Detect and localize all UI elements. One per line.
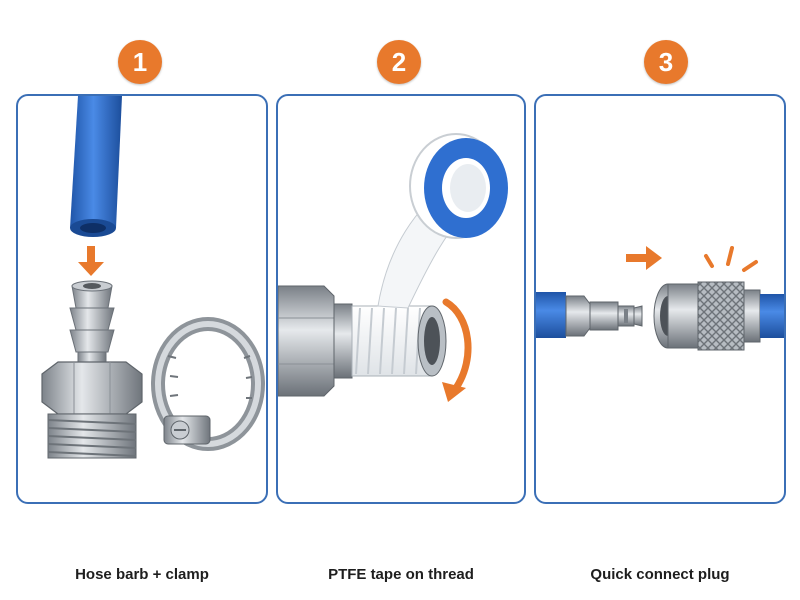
- quick-connect-plug-icon: [536, 292, 643, 338]
- step-2-panel: [276, 94, 526, 504]
- hose-clamp-icon: [151, 317, 265, 451]
- push-arrow-icon: [626, 246, 662, 270]
- quick-connect-coupler-icon: [653, 281, 784, 351]
- blue-hose-icon: [70, 96, 122, 237]
- step-3-panel: [534, 94, 786, 504]
- step-1-panel: [16, 94, 268, 504]
- step-3-badge: 3: [644, 40, 688, 84]
- wrap-direction-arrow-icon: [442, 298, 472, 402]
- step-1-caption: Hose barb + clamp: [75, 566, 209, 583]
- step-2-caption: PTFE tape on thread: [328, 566, 474, 583]
- threaded-fitting-icon: [278, 285, 447, 397]
- down-arrow-icon: [78, 246, 104, 276]
- step-3-caption: Quick connect plug: [590, 566, 730, 583]
- click-sparks-icon: [704, 246, 758, 272]
- step-1-badge: 1: [118, 40, 162, 84]
- step-2-badge: 2: [377, 40, 421, 84]
- hose-barb-fitting-icon: [41, 280, 143, 459]
- ptfe-tape-roll-icon: [377, 133, 508, 309]
